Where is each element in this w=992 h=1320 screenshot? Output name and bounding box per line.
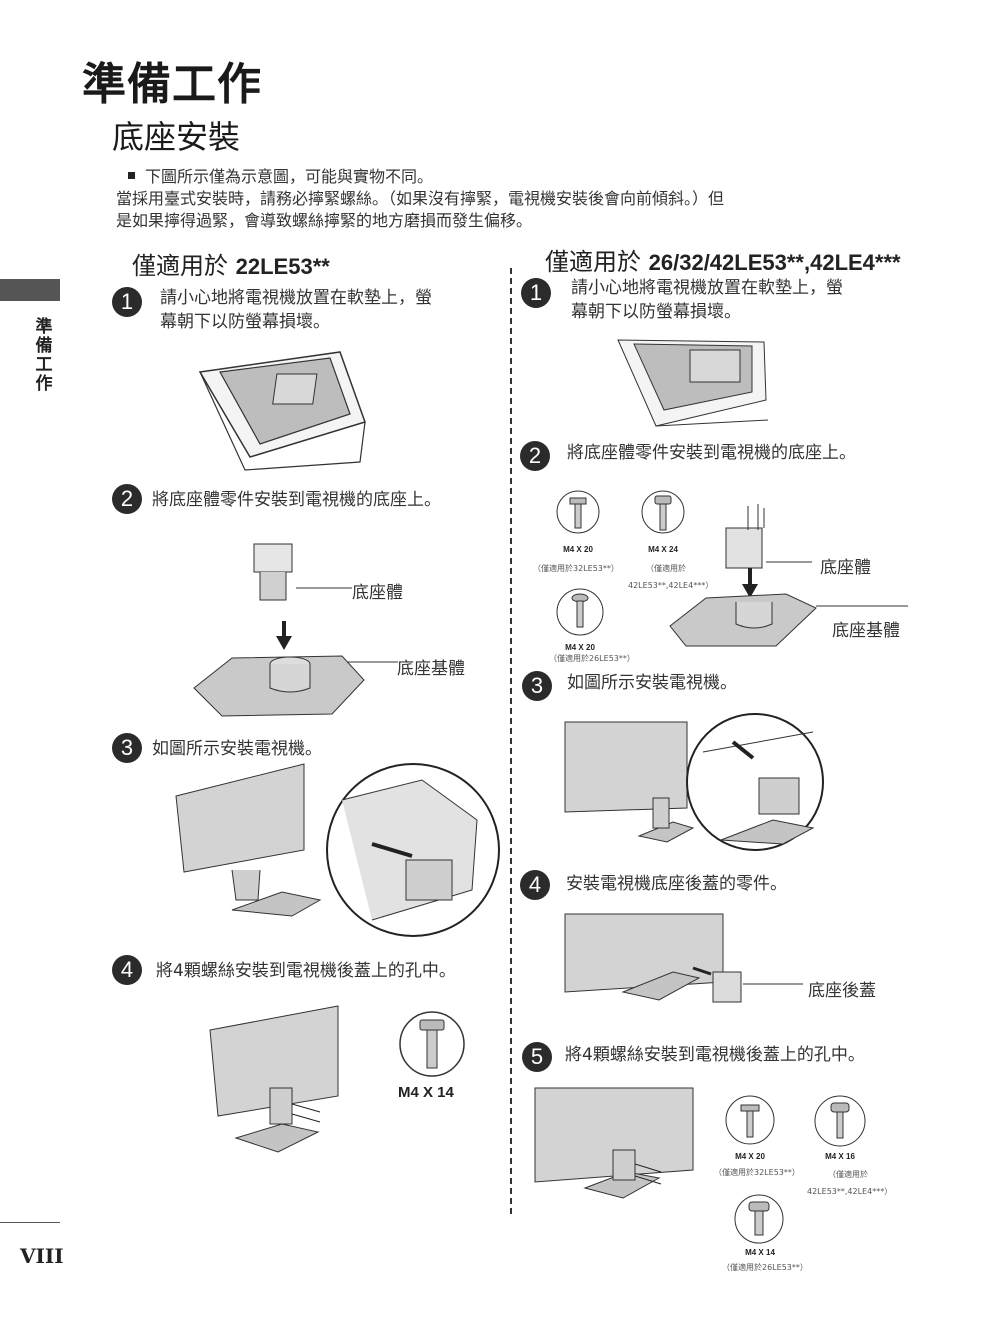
right-label-stand-body: 底座體 (820, 558, 871, 578)
right-step2-screw-2-size: M4 X 24 (648, 545, 678, 554)
right-label-stand-cover: 底座後蓋 (808, 981, 876, 1001)
left-model: 22LE53** (235, 254, 330, 279)
page-title: 準備工作 (82, 59, 262, 110)
right-step5-screw-2-note-1: （僅適用於 (828, 1170, 868, 1179)
left-label-stand-body: 底座體 (352, 583, 403, 603)
left-step-1-line-2: 幕朝下以防螢幕損壞。 (160, 312, 330, 332)
right-tv-face-down-illustration (617, 339, 769, 427)
intro-text: 下圖所示僅為示意圖，可能與實物不同。 當採用臺式安裝時，請務必擰緊螺絲。（如果沒… (116, 166, 876, 232)
right-step5-screw-1-note: （僅適用於32LE53**） (714, 1168, 800, 1177)
right-step2-screw-2-note-1: （僅適用於 (646, 564, 686, 573)
screw-m4x24-icon (641, 490, 685, 534)
left-step-1-text: 請小心地將電視機放置在軟墊上，螢 幕朝下以防螢幕損壞。 (160, 286, 432, 334)
left-step-2-text: 將底座體零件安裝到電視機的底座上。 (152, 490, 441, 510)
right-step-4-text: 安裝電視機底座後蓋的零件。 (566, 874, 787, 894)
intro-line-2: 是如果擰得過緊，會導致螺絲擰緊的地方磨損而發生偏移。 (116, 211, 533, 230)
stand-body-onto-base-illustration (193, 543, 398, 717)
intro-line-1: 當採用臺式安裝時，請務必擰緊螺絲。（如果沒有擰緊，電視機安裝後會向前傾斜。）但 (116, 189, 725, 208)
right-step-2-number: 2 (520, 441, 550, 471)
chapter-tab-label: 準備工作 (35, 317, 53, 394)
screw-m4x16-icon (814, 1095, 866, 1147)
intro-bullet: 下圖所示僅為示意圖，可能與實物不同。 (145, 167, 434, 186)
left-screw-size: M4 X 14 (398, 1084, 454, 1101)
screw-m4x20-step5-icon (725, 1095, 775, 1145)
right-step2-screw-2-note-2: 42LE53**,42LE4***） (628, 581, 714, 590)
install-tv-on-stand-illustration (175, 763, 500, 937)
left-step-3-number: 3 (112, 733, 142, 763)
stand-back-cover-illustration (564, 913, 803, 1003)
left-step-1-number: 1 (112, 287, 142, 317)
right-label-stand-base: 底座基體 (832, 621, 900, 641)
right-step-1-line-1: 請小心地將電視機放置在軟墊上，螢 (571, 278, 843, 298)
right-install-tv-on-stand-illustration (564, 713, 824, 851)
right-step2-screw-1-note: （僅適用於32LE53**） (533, 564, 619, 573)
column-divider (510, 268, 512, 1214)
right-step-1-text: 請小心地將電視機放置在軟墊上，螢 幕朝下以防螢幕損壞。 (571, 276, 843, 324)
right-step-1-number: 1 (521, 278, 551, 308)
right-title-prefix: 僅適用於 (545, 248, 641, 276)
tv-face-down-on-cushion-illustration (198, 351, 366, 471)
right-step2-screw-1-size: M4 X 20 (563, 545, 593, 554)
right-step5-screw-3-size: M4 X 14 (745, 1248, 775, 1257)
left-step-3-text: 如圖所示安裝電視機。 (152, 739, 322, 759)
bullet-icon (128, 172, 135, 179)
right-step5-screw-1-size: M4 X 20 (735, 1152, 765, 1161)
right-step-4-number: 4 (520, 870, 550, 900)
screw-m4x20-short-icon (556, 588, 604, 636)
screw-tv-back-illustration (209, 1005, 339, 1153)
left-label-stand-base: 底座基體 (397, 659, 465, 679)
screw-m4x14-step5-icon (734, 1194, 784, 1244)
right-step-1-line-2: 幕朝下以防螢幕損壞。 (571, 302, 741, 322)
right-step-3-text: 如圖所示安裝電視機。 (567, 673, 737, 693)
right-step-5-text: 將4顆螺絲安裝到電視機後蓋上的孔中。 (565, 1045, 865, 1065)
left-step-2-number: 2 (112, 484, 142, 514)
right-step5-screw-2-size: M4 X 16 (825, 1152, 855, 1161)
footer-rule (0, 1222, 60, 1223)
left-step-1-line-1: 請小心地將電視機放置在軟墊上，螢 (160, 288, 432, 308)
right-step2-screw-3-size: M4 X 20 (565, 643, 595, 652)
left-step-4-number: 4 (112, 955, 142, 985)
screw-m4x20-icon (556, 490, 600, 534)
section-title: 底座安裝 (112, 118, 241, 156)
left-title-prefix: 僅適用於 (132, 252, 228, 280)
right-step5-screw-3-note: （僅適用於26LE53**） (722, 1263, 808, 1272)
left-step-4-text: 將4顆螺絲安裝到電視機後蓋上的孔中。 (156, 961, 456, 981)
right-screw-tv-back-illustration (534, 1087, 694, 1199)
right-model: 26/32/42LE53**,42LE4*** (648, 250, 901, 275)
right-stand-body-onto-base-illustration (669, 504, 908, 647)
right-step-3-number: 3 (522, 671, 552, 701)
right-column-title: 僅適用於 26/32/42LE53**,42LE4*** (545, 242, 901, 277)
screw-m4x14-icon (399, 1011, 465, 1077)
chapter-tab (0, 279, 60, 301)
right-step-2-text: 將底座體零件安裝到電視機的底座上。 (567, 443, 856, 463)
page-number: VIII (20, 1244, 64, 1268)
right-step5-screw-2-note-2: 42LE53**,42LE4***） (807, 1187, 893, 1196)
left-column-title: 僅適用於 22LE53** (132, 246, 330, 281)
right-step2-screw-3-note: （僅適用於26LE53**） (549, 654, 635, 663)
right-step-5-number: 5 (522, 1042, 552, 1072)
